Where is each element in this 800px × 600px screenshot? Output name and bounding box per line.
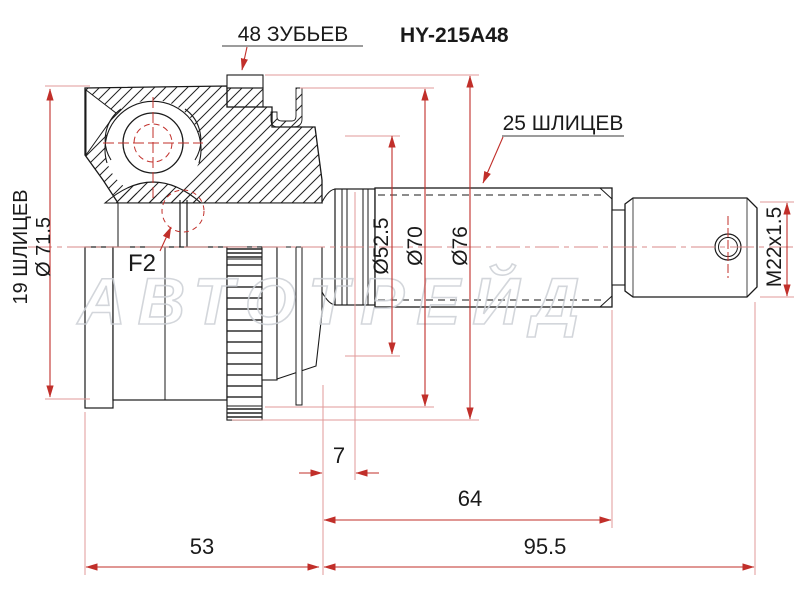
cage-arc-left <box>104 108 122 161</box>
shaft-bore <box>118 203 322 247</box>
watermark: АВТОТРЕЙД <box>76 263 591 338</box>
spline-shaft <box>374 187 613 308</box>
part-number: HY-215A48 <box>400 24 509 47</box>
dim-text-64: 64 <box>458 486 482 511</box>
dimension-lines <box>46 46 791 571</box>
cage-arc-right <box>184 108 202 161</box>
label-48-teeth: 48 ЗУБЬЕВ <box>238 23 349 46</box>
abs-tooth-top <box>226 74 264 89</box>
ext-verticals <box>84 192 756 575</box>
f2-detail-circle <box>161 189 205 233</box>
dim-text-53: 53 <box>190 534 214 559</box>
label-thread: M22x1.5 <box>763 207 786 288</box>
leader-f2 <box>159 226 172 252</box>
spline-end-chamfer <box>599 187 613 308</box>
spline-root-lines <box>378 194 605 301</box>
mouth-chamfer <box>85 88 117 157</box>
abs-reluctor-ring <box>226 246 263 421</box>
label-19-splines: 19 ШЛИЦЕВ <box>10 189 32 304</box>
label-f2: F2 <box>128 250 156 277</box>
dim-text-7: 7 <box>333 443 345 468</box>
label-flange-diameter: Ø70 <box>404 226 427 266</box>
label-25-splines: 25 ШЛИЦЕВ <box>503 112 624 135</box>
label-abs-ring-diameter: Ø76 <box>449 226 472 266</box>
dust-shield-section <box>270 87 303 128</box>
abs-ring-bottom-band <box>226 405 263 421</box>
bore-top-edge <box>117 202 322 247</box>
leader-25-splines <box>482 136 504 184</box>
ext-flange-dia <box>265 87 434 408</box>
ball-pitch-circle <box>133 123 173 163</box>
abs-ring-top-band <box>226 246 263 260</box>
abs-tooth-block <box>226 87 264 108</box>
label-underlines <box>222 45 624 137</box>
label-boot-seat-diameter: Ø52.5 <box>370 217 393 274</box>
ext-thread <box>760 201 794 298</box>
ext-body-od <box>45 85 90 400</box>
leader-48-teeth <box>240 46 248 71</box>
ball-crosshair <box>103 97 203 200</box>
dust-shield-edge <box>295 246 303 406</box>
label-body-diameter: Ø 71.5 <box>33 217 55 277</box>
snap-ring-lines <box>179 200 188 247</box>
dim-text-95-5: 95.5 <box>524 534 567 559</box>
